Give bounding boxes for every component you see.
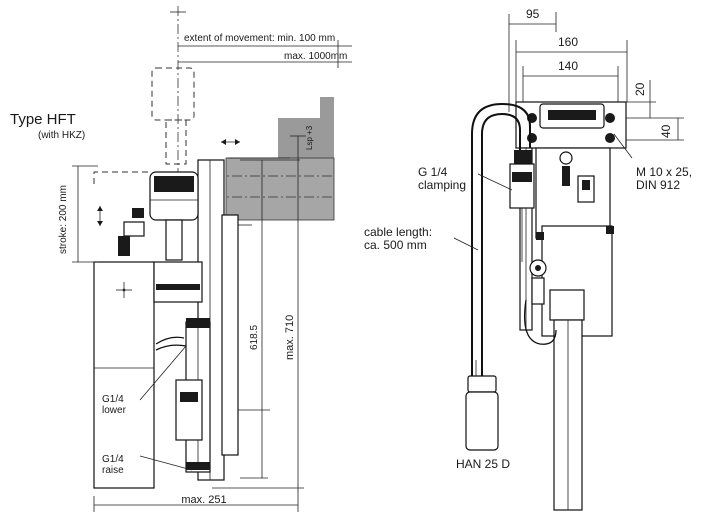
g14-clamping-label: G 1/4 clamping	[418, 165, 467, 193]
dim-160-label: 160	[558, 35, 579, 49]
dim-618-label: 618.5	[249, 324, 260, 350]
type-subtitle: (with HKZ)	[38, 130, 86, 141]
dim-95-label: 95	[526, 7, 540, 21]
cable-length-label: cable length: ca. 500 mm	[364, 225, 433, 253]
extent-of-movement-label: extent of movement: min. 100 mm	[184, 33, 336, 44]
dim-251-label: max. 251	[181, 494, 227, 506]
dim-20-label: 20	[633, 82, 647, 96]
dim-710-label: max. 710	[284, 314, 296, 360]
stop-label: Lsp +3	[305, 125, 314, 150]
dim-40-label: 40	[659, 124, 673, 138]
type-label: Type HFT	[10, 111, 76, 128]
max-movement-label: max. 1000mm	[284, 51, 348, 62]
bolt-label: M 10 x 25, DIN 912	[636, 165, 693, 193]
g14-raise-label: G1/4 raise	[102, 454, 124, 476]
dim-140-label: 140	[558, 59, 579, 73]
connector-label: HAN 25 D	[456, 457, 511, 471]
stroke-label: stroke: 200 mm	[58, 185, 69, 254]
side-view	[72, 6, 352, 512]
g14-lower-label: G1/4 lower	[102, 394, 126, 416]
front-view	[453, 12, 684, 511]
